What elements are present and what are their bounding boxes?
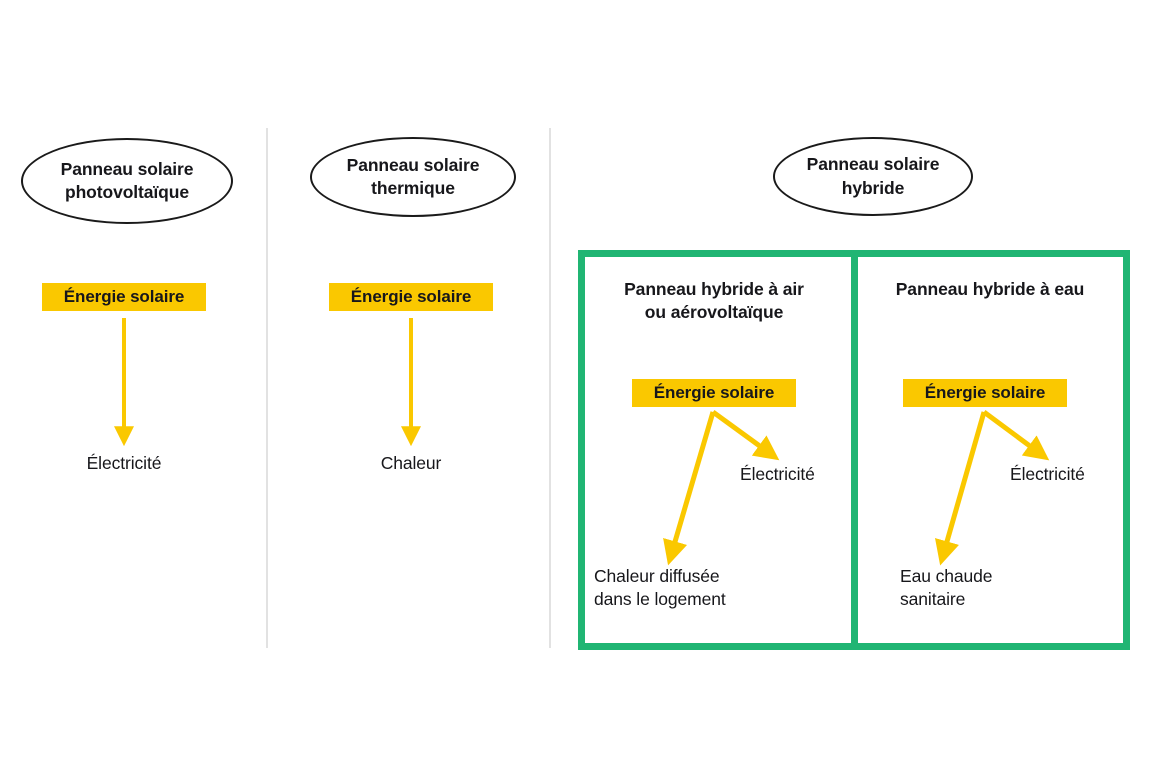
column-divider-2 [549,128,551,648]
source-badge-thermique: Énergie solaire [329,283,493,311]
node-panneau-solaire-hybride: Panneau solaire hybride [773,137,973,216]
node-panneau-solaire-thermique: Panneau solaire thermique [310,137,516,217]
node-label-photovoltaique: Panneau solaire photovoltaïque [60,158,194,202]
panel-title-hybride-eau: Panneau hybride à eau [895,279,1085,299]
output-label-photovoltaique-electricite: Électricité [86,453,162,473]
node-label-thermique: Panneau solaire thermique [346,154,480,198]
output-label-hybride-eau-electricite: Électricité [1010,464,1085,484]
source-badge-hybride-eau: Énergie solaire [903,379,1067,407]
source-badge-photovoltaique: Énergie solaire [42,283,206,311]
output-label-hybride-air-chaleur: Chaleur diffusée dans le logement [594,566,726,610]
node-panneau-solaire-photovoltaique: Panneau solaire photovoltaïque [21,138,233,224]
source-badge-hybride-air: Énergie solaire [632,379,796,407]
output-label-hybride-air-electricite: Électricité [740,464,815,484]
hybride-group-split [851,250,858,650]
node-label-hybride: Panneau solaire hybride [806,154,940,198]
column-divider-1 [266,128,268,648]
output-label-hybride-eau-chaude: Eau chaude sanitaire [900,566,993,610]
panel-title-hybride-air: Panneau hybride à air ou aérovoltaïque [624,279,804,323]
output-label-thermique-chaleur: Chaleur [380,453,442,473]
